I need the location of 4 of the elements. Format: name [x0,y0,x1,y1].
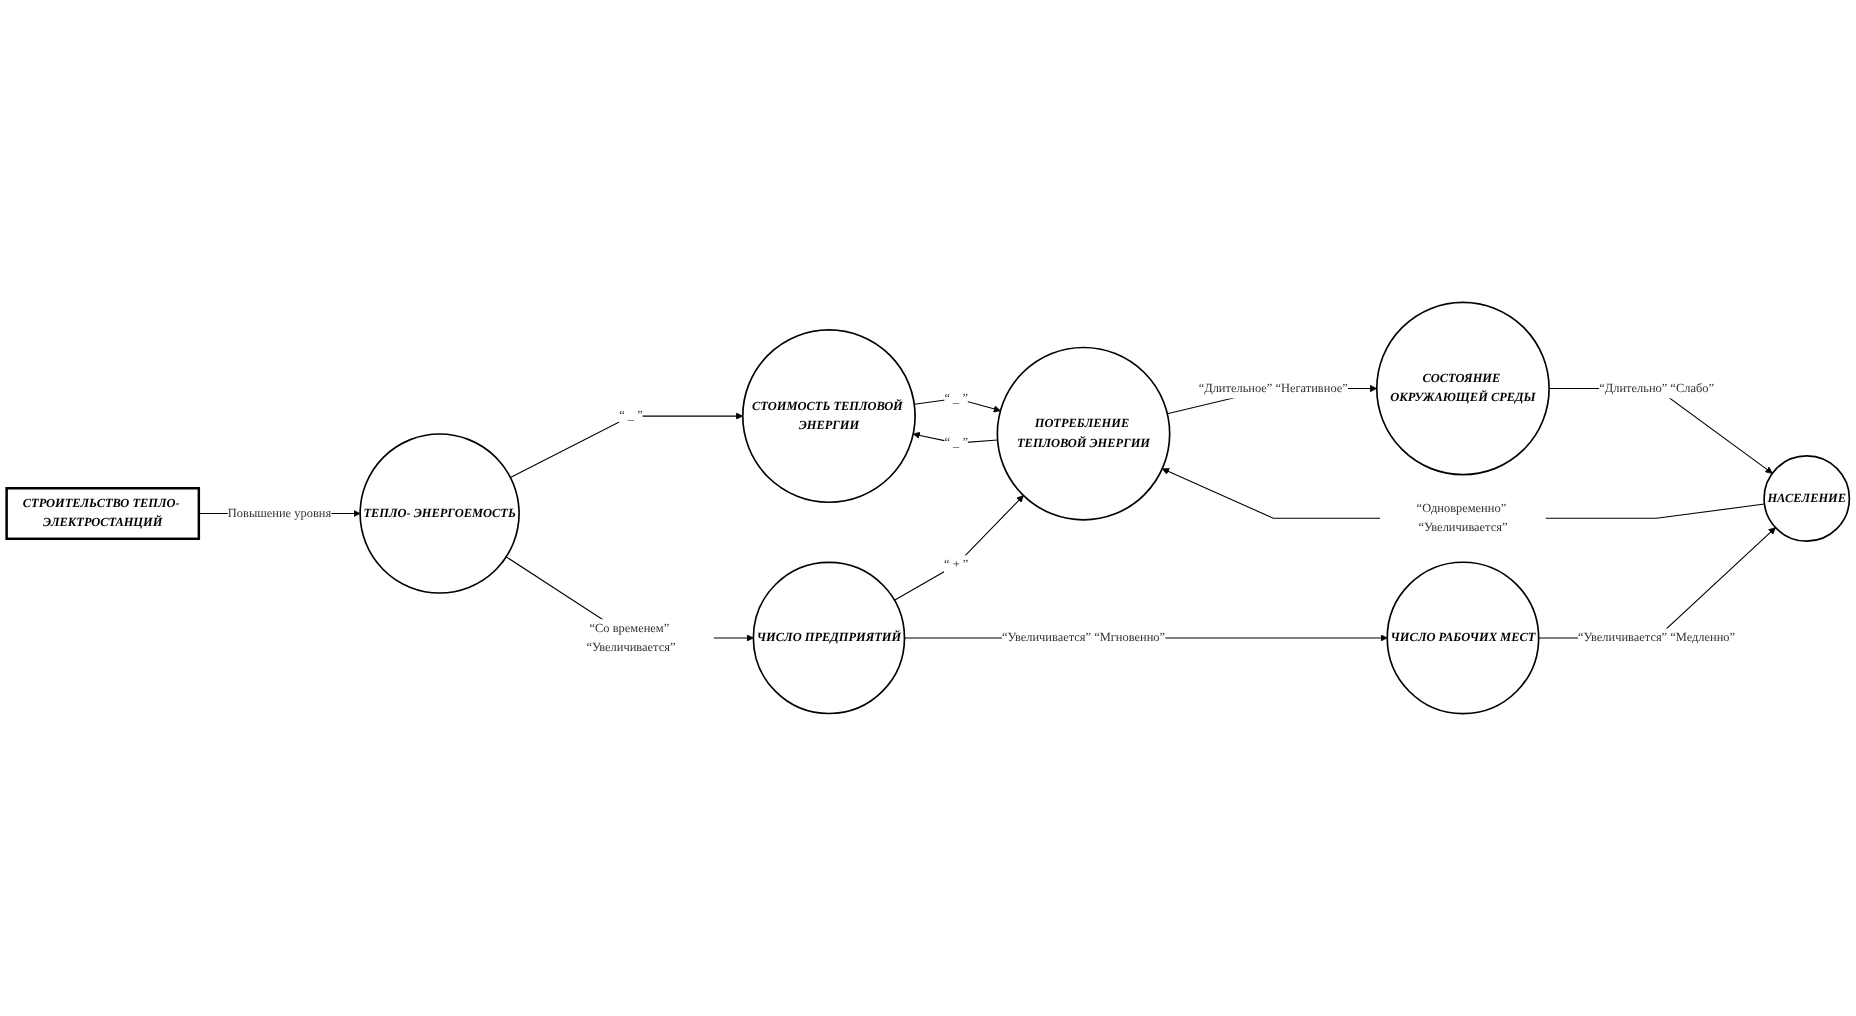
arrow [912,431,999,444]
arrow [509,412,744,478]
arrow [893,495,1024,601]
arrow [913,397,1001,413]
